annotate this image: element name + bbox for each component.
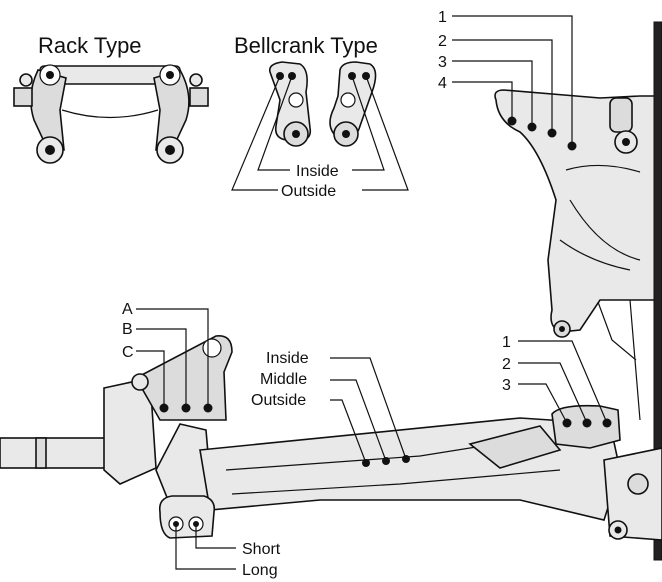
inside-leader-right [351,75,385,171]
bellcrank-illustration [268,61,377,147]
rack-type-illustration [13,64,209,164]
outside-leader-right [362,75,409,191]
arm-position-middle: Middle [260,371,307,388]
tower-position-2: 2 [438,33,447,50]
arm-position-outside: Outside [251,392,306,409]
tower-leader-2 [452,39,553,133]
tower-position-4: 4 [438,75,447,92]
caster-short-label: Short [242,541,281,558]
long-leader [175,524,236,570]
rack-type-title: Rack Type [38,33,142,58]
steering-leader-a [136,308,209,408]
bellcrank-inside-label: Inside [296,163,339,180]
tower-leader-4 [452,81,513,121]
tower-leader-3 [452,60,533,127]
arm-leader-inside [330,357,407,460]
bellcrank-type-title: Bellcrank Type [234,33,378,58]
lower-mount-position-1: 1 [502,334,511,351]
arm-leader-middle [330,379,387,462]
tower-position-3: 3 [438,54,447,71]
lower-leader-1 [518,340,608,424]
steering-position-c: C [122,344,134,361]
arm-leader-outside [330,399,367,464]
caster-long-label: Long [242,562,278,579]
steering-leader-b [136,328,187,408]
tower-position-1: 1 [438,9,447,26]
lower-arm-illustration [0,335,662,541]
lower-leader-2 [518,362,588,424]
outside-leader-left [231,75,281,191]
lower-mount-position-3: 3 [502,377,511,394]
short-leader [195,524,236,549]
shock-tower-illustration [494,21,662,561]
steering-position-b: B [122,321,133,338]
inside-leader-left [257,75,293,171]
bellcrank-outside-label: Outside [281,183,336,200]
arm-position-inside: Inside [266,350,309,367]
lower-mount-position-2: 2 [502,356,511,373]
steering-position-a: A [122,301,133,318]
lower-leader-3 [518,383,568,424]
steering-leader-c [136,350,165,408]
tower-leader-1 [452,15,573,146]
